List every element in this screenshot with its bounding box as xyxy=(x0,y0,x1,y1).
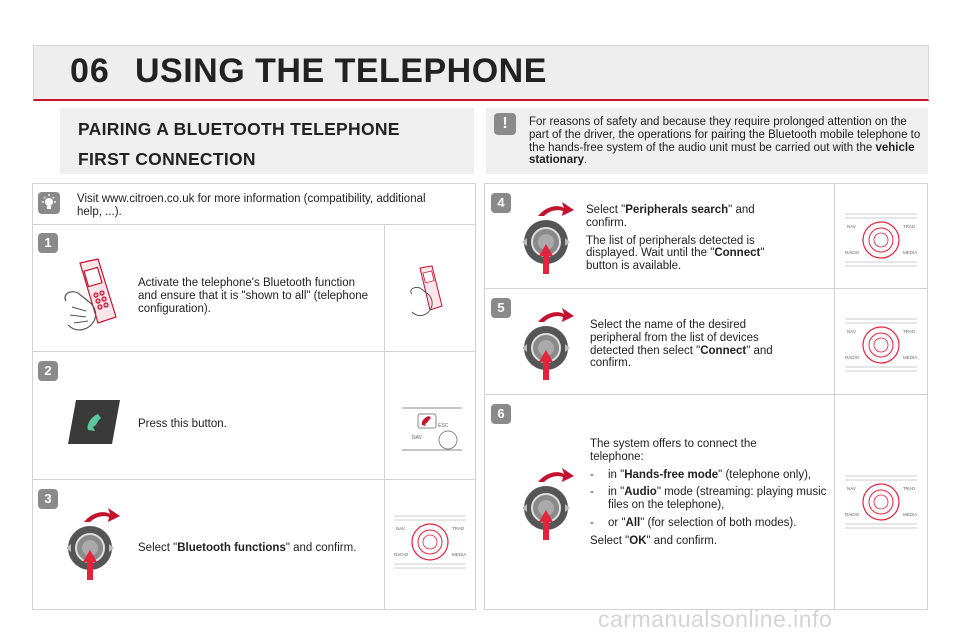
step-3-badge: 3 xyxy=(38,489,58,509)
divider xyxy=(834,183,835,610)
rotary-knob-icon[interactable] xyxy=(508,300,578,384)
info-text: Visit www.citroen.co.uk for more informa… xyxy=(77,193,426,218)
svg-text:RADIO: RADIO xyxy=(845,250,860,255)
phone-button-icon[interactable] xyxy=(68,400,120,444)
svg-text:MEDIA: MEDIA xyxy=(903,512,917,517)
audio-control-panel-illustration: NAV TRAD RADIO MEDIA xyxy=(843,466,919,536)
svg-text:ESC: ESC xyxy=(438,423,449,429)
chapter-header xyxy=(33,45,929,101)
svg-text:MEDIA: MEDIA xyxy=(452,552,466,557)
rotary-knob-icon[interactable] xyxy=(508,460,578,544)
lightbulb-icon xyxy=(38,192,60,214)
step-4-text: Select "Peripherals search" and confirm.… xyxy=(586,204,765,273)
chapter-number: 06 xyxy=(70,52,110,90)
step-3-text: Select "Bluetooth functions" and confirm… xyxy=(138,542,357,554)
svg-text:MEDIA: MEDIA xyxy=(903,250,917,255)
watermark: carmanualsonline.info xyxy=(598,606,833,632)
section-title: PAIRING A BLUETOOTH TELEPHONE FIRST CONN… xyxy=(78,119,400,169)
dashboard-buttons-illustration: ESC NAV xyxy=(398,402,466,452)
divider xyxy=(32,351,476,352)
svg-text:NAV: NAV xyxy=(847,224,856,229)
audio-control-panel-illustration: NAV TRAD RADIO MEDIA xyxy=(843,204,919,274)
svg-text:RADIO: RADIO xyxy=(394,552,409,557)
svg-text:NAV: NAV xyxy=(396,526,405,531)
section-title-panel xyxy=(60,108,474,174)
mobile-phone-illustration xyxy=(58,255,128,340)
step-1-badge: 1 xyxy=(38,233,58,253)
step-6-text: The system offers to connect the telepho… xyxy=(590,438,830,548)
svg-text:TRAD: TRAD xyxy=(903,329,916,334)
step-1-text: Activate the telephone's Bluetooth funct… xyxy=(138,277,368,315)
svg-text:TRAD: TRAD xyxy=(452,526,465,531)
mobile-phone-small-illustration xyxy=(406,262,456,322)
divider xyxy=(32,224,476,225)
warning-box xyxy=(486,108,928,174)
warning-text: For reasons of safety and because they r… xyxy=(529,116,921,167)
audio-control-panel-illustration: NAV TRAD RADIO MEDIA xyxy=(392,506,468,576)
step-2-text: Press this button. xyxy=(138,418,227,430)
divider xyxy=(384,225,385,610)
chapter-title: USING THE TELEPHONE xyxy=(135,52,547,90)
svg-text:NAV: NAV xyxy=(412,435,423,441)
warning-icon: ! xyxy=(494,113,516,135)
svg-text:TRAD: TRAD xyxy=(903,486,916,491)
list-item: -in "Audio" mode (streaming: playing mus… xyxy=(590,486,827,512)
audio-control-panel-illustration: NAV TRAD RADIO MEDIA xyxy=(843,309,919,379)
step-4-badge: 4 xyxy=(491,193,511,213)
list-item: -or "All" (for selection of both modes). xyxy=(590,516,797,529)
svg-text:NAV: NAV xyxy=(847,329,856,334)
svg-text:MEDIA: MEDIA xyxy=(903,355,917,360)
svg-text:RADIO: RADIO xyxy=(845,512,860,517)
svg-text:TRAD: TRAD xyxy=(903,224,916,229)
svg-text:NAV: NAV xyxy=(847,486,856,491)
step-2-badge: 2 xyxy=(38,361,58,381)
step-6-badge: 6 xyxy=(491,404,511,424)
rotary-knob-icon[interactable] xyxy=(58,504,128,584)
step-5-text: Select the name of the desired periphera… xyxy=(590,319,773,370)
divider xyxy=(484,288,928,289)
step-5-badge: 5 xyxy=(491,298,511,318)
list-item: -in "Hands-free mode" (telephone only), xyxy=(590,468,812,481)
rotary-knob-icon[interactable] xyxy=(508,194,578,278)
divider xyxy=(484,394,928,395)
divider xyxy=(32,479,476,480)
svg-text:RADIO: RADIO xyxy=(845,355,860,360)
